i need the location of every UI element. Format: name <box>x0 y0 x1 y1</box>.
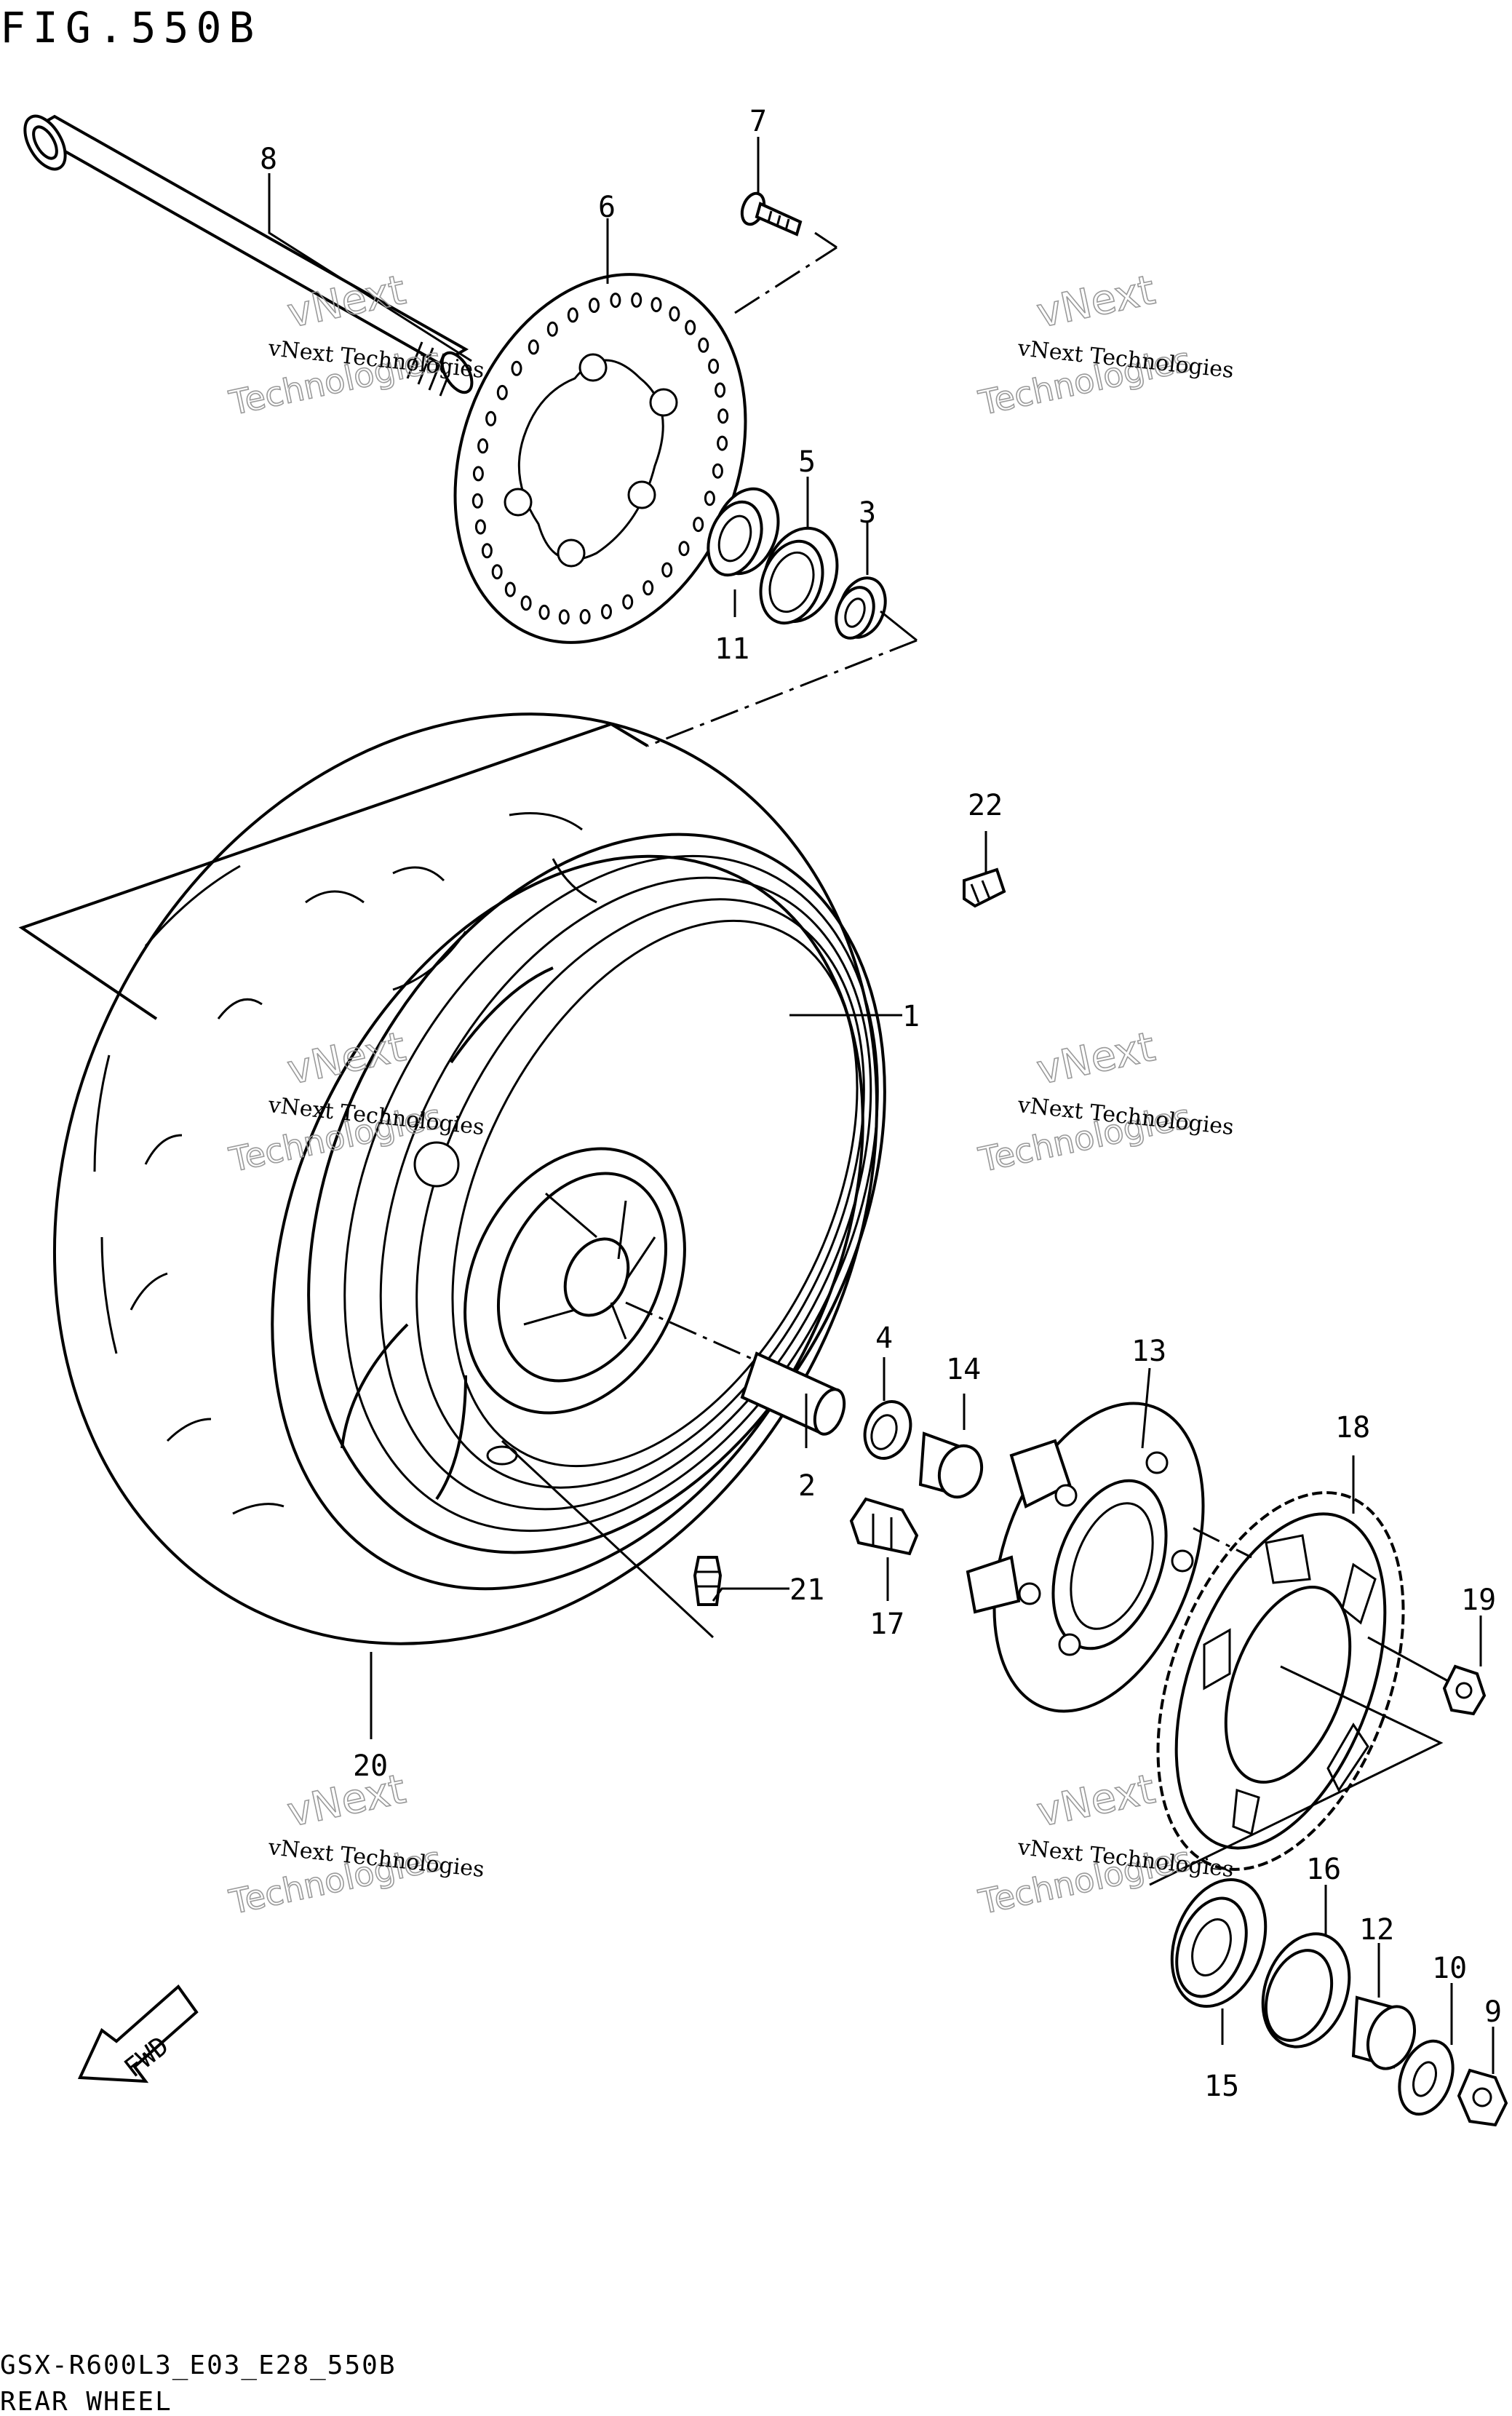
disc-vent-hole <box>511 360 522 376</box>
disc-vent-hole <box>504 581 516 597</box>
figure-code: GSX-R600L3_E03_E28_550B <box>0 2351 397 2380</box>
disc-vent-hole <box>669 306 680 322</box>
callout-5: 5 <box>798 445 816 479</box>
disc-vent-hole <box>601 604 612 619</box>
disc-vent-hole <box>712 463 723 479</box>
svg-text:vNext: vNext <box>283 1023 410 1094</box>
figure-caption: REAR WHEEL <box>0 2387 172 2416</box>
disc-vent-hole <box>496 384 508 400</box>
disc-vent-hole <box>610 293 621 309</box>
fwd-arrow-icon: FWD <box>77 1984 199 2083</box>
disc-vent-hole <box>693 517 704 533</box>
part-17-damper <box>849 1497 919 1556</box>
assembly-line-valve <box>501 1439 715 1639</box>
part-13-sprocket-carrier <box>966 1402 1205 1713</box>
callout-2: 2 <box>798 1469 816 1503</box>
disc-vent-hole <box>650 297 662 313</box>
callout-10: 10 <box>1432 1952 1467 1985</box>
callout-12: 12 <box>1359 1913 1394 1947</box>
disc-vent-hole <box>642 580 654 596</box>
disc-vent-hole <box>708 358 720 374</box>
part-20-tire <box>52 712 879 1645</box>
disc-vent-hole <box>520 595 532 611</box>
svg-text:vNext: vNext <box>283 1765 410 1837</box>
callout-7: 7 <box>749 105 767 138</box>
callout-leaders <box>268 137 1495 2074</box>
disc-vent-hole <box>538 604 550 620</box>
callout-labels: 1 2 3 4 5 6 7 8 9 10 11 12 13 14 15 16 1… <box>260 105 1502 2103</box>
part-2-sleeve <box>740 1351 846 1436</box>
disc-vent-hole <box>579 608 591 624</box>
disc-vent-hole <box>491 564 503 580</box>
disc-vent-hole <box>698 337 709 353</box>
part-19-nut <box>1442 1664 1487 1716</box>
disc-vent-hole <box>589 298 600 313</box>
callout-18: 18 <box>1335 1411 1370 1445</box>
assembly-lines-top <box>18 231 918 1020</box>
part-5-spacer <box>759 526 839 625</box>
disc-vent-hole <box>622 594 634 610</box>
part-14-collar <box>918 1431 984 1499</box>
disc-vent-hole <box>717 435 728 451</box>
part-18-sprocket <box>1156 1491 1405 1871</box>
part-1-wheel <box>307 833 886 1554</box>
part-6-brake-disc <box>453 273 747 644</box>
disc-vent-hole <box>528 339 539 355</box>
disc-vent-hole <box>678 541 690 557</box>
callout-9: 9 <box>1484 1995 1502 2029</box>
callout-11: 11 <box>715 632 749 666</box>
callout-16: 16 <box>1306 1853 1341 1886</box>
callout-14: 14 <box>946 1353 981 1386</box>
callout-13: 13 <box>1131 1335 1166 1368</box>
part-7-bolt <box>740 191 803 237</box>
part-10-washer <box>1398 2039 1455 2116</box>
svg-text:vNext: vNext <box>1032 1023 1159 1094</box>
watermark: vNext Technologies vNext Technologies <box>225 1765 485 1922</box>
watermark: vNext Technologies vNext Technologies <box>974 1022 1235 1180</box>
disc-vent-hole <box>481 543 493 559</box>
disc-vent-hole <box>567 307 578 323</box>
part-21-valve <box>693 1556 723 1606</box>
disc-vent-hole <box>474 519 486 535</box>
disc-vent-hole <box>661 562 673 578</box>
callout-17: 17 <box>870 1608 904 1641</box>
callout-8: 8 <box>260 143 277 176</box>
part-12-spacer <box>1351 1995 1416 2070</box>
part-3-bearing <box>835 576 887 640</box>
disc-vent-hole <box>558 609 570 625</box>
assembly-lines-sprocket <box>1149 1527 1449 1886</box>
figure-title: FIG.550B <box>0 3 261 52</box>
assembly-line-hub <box>625 1301 757 1362</box>
disc-vent-hole <box>717 408 729 424</box>
disc-vent-hole <box>704 490 715 506</box>
callout-22: 22 <box>968 789 1003 822</box>
callout-21: 21 <box>789 1573 824 1607</box>
callout-15: 15 <box>1204 2070 1239 2103</box>
disc-vent-hole <box>631 292 642 308</box>
disc-vent-hole <box>471 493 483 509</box>
disc-vent-hole <box>715 382 726 398</box>
svg-text:vNext: vNext <box>1032 1765 1159 1837</box>
disc-vent-hole <box>546 321 558 337</box>
callout-20: 20 <box>353 1749 388 1783</box>
part-11-seal <box>707 487 780 577</box>
callout-6: 6 <box>598 191 616 224</box>
watermark: vNext Technologies vNext Technologies <box>974 266 1235 423</box>
part-22-valve-cap <box>963 867 1006 908</box>
callout-1: 1 <box>902 1000 920 1033</box>
callout-3: 3 <box>859 496 876 530</box>
part-15-bearing <box>1170 1877 1268 2008</box>
disc-vent-hole <box>477 438 489 454</box>
callout-4: 4 <box>875 1322 893 1355</box>
part-8-axle <box>23 114 474 397</box>
disc-vent-hole <box>485 410 497 426</box>
part-4-bearing <box>863 1400 912 1460</box>
callout-19: 19 <box>1461 1583 1496 1617</box>
svg-text:vNext: vNext <box>1032 266 1159 338</box>
disc-vent-hole <box>472 466 484 482</box>
part-9-nut <box>1457 2068 1508 2127</box>
disc-vent-hole <box>685 319 696 335</box>
